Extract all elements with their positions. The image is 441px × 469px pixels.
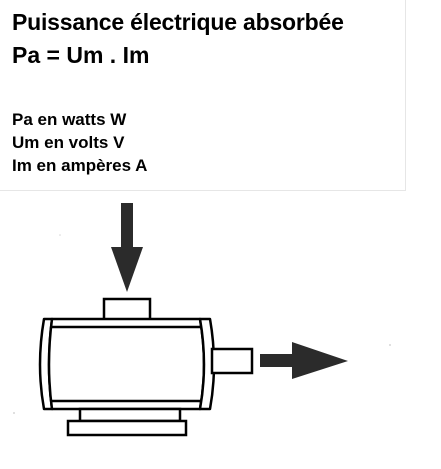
arrow-right-icon xyxy=(260,342,348,379)
unit-legend-item-power: Pa en watts W xyxy=(12,110,127,129)
motor-diagram xyxy=(13,203,391,437)
text-panel: Puissance électrique absorbée Pa = Um . … xyxy=(0,0,406,191)
electric-motor-icon xyxy=(38,317,216,411)
motor-shaft xyxy=(210,347,254,375)
unit-legend: Pa en watts W Um en volts V Im en ampère… xyxy=(12,108,147,177)
unit-legend-item-voltage: Um en volts V xyxy=(12,133,125,152)
scan-speckles xyxy=(13,234,391,414)
unit-legend-item-current: Im en ampères A xyxy=(12,156,148,175)
page-title: Puissance électrique absorbée xyxy=(12,9,344,35)
power-formula: Pa = Um . Im xyxy=(12,42,150,68)
motor-base xyxy=(66,407,188,437)
arrow-down-icon xyxy=(111,203,143,292)
